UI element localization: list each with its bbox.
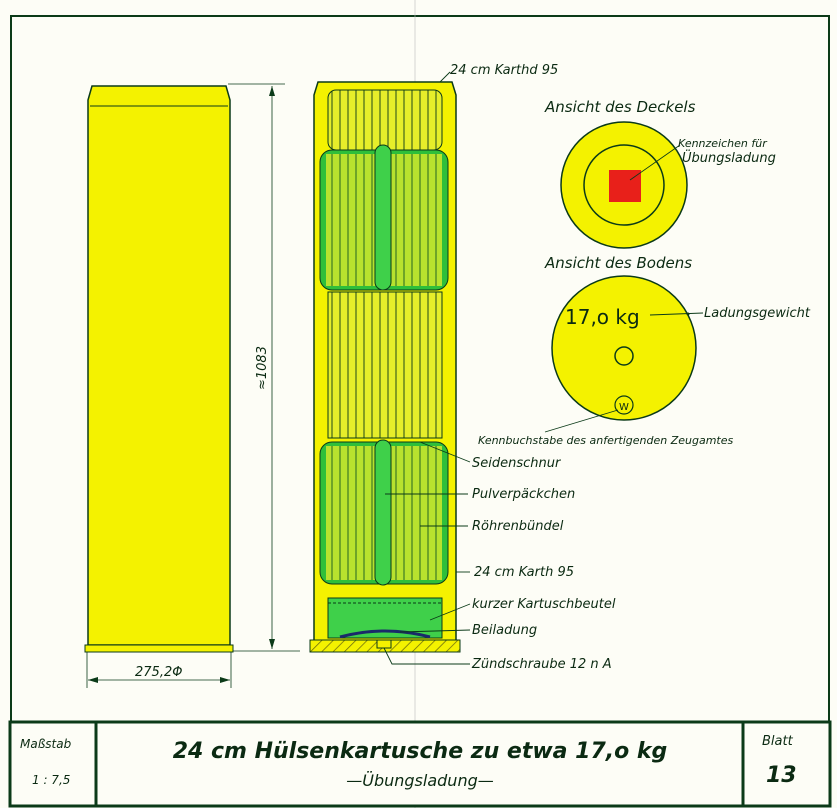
letter-label: Kennbuchstabe des anfertigenden Zeugamte… (478, 434, 733, 447)
letter-stamp (614, 395, 634, 415)
title-block: Maßstab 1 : 7,5 24 cm Hülsenkartusche zu… (8, 720, 832, 808)
marker-label: Kennzeichen für (678, 137, 768, 150)
marker-label: Übungsladung (682, 149, 776, 166)
sheet-number: 13 (766, 763, 797, 788)
part-label: Zündschraube 12 n A (471, 657, 612, 672)
cartridge-exterior (84, 85, 234, 653)
width-dimension: 275,2Φ (86, 652, 232, 688)
charge-weight: 17,o kg (565, 305, 640, 329)
lid-view: Ansicht des Deckels Kennzeichen für Übun… (544, 98, 776, 249)
primer (376, 639, 392, 649)
part-label: Röhrenbündel (472, 519, 564, 534)
weight-label: Ladungsgewicht (704, 306, 811, 321)
base-view-title: Ansicht des Bodens (544, 254, 692, 272)
powder-packet (374, 439, 392, 586)
primer-hole (614, 346, 634, 366)
leader-lines (330, 71, 471, 665)
sheet-label: Blatt (762, 734, 794, 749)
arsenal-letter: W (619, 402, 629, 413)
practice-charge-marker (609, 170, 641, 202)
width-dimension-label: 275,2Φ (135, 665, 182, 680)
height-dimension-label: ≈1083 (255, 346, 270, 390)
cartridge-cutaway (309, 81, 461, 653)
igniter-charge (339, 629, 431, 639)
part-label: Seidenschnur (472, 456, 562, 471)
scale-value: 1 : 7,5 (32, 773, 70, 787)
part-label: Pulverpäckchen (472, 487, 575, 502)
base-view: W 17,o kg Ladungsgewicht Kennbuchstabe d… (478, 254, 811, 447)
label-top-cartridge: 24 cm Karthd 95 (450, 63, 558, 78)
scale-label: Maßstab (20, 737, 72, 751)
height-dimension: ≈1083 (228, 83, 300, 652)
part-label: Beiladung (472, 623, 537, 638)
part-label: 24 cm Karth 95 (474, 565, 574, 580)
lid-view-title: Ansicht des Deckels (544, 98, 696, 116)
sheet-title: 24 cm Hülsenkartusche zu etwa 17,o kg (173, 739, 668, 764)
sheet-subtitle: —Übungsladung— (346, 771, 493, 790)
part-label: kurzer Kartuschbeutel (472, 597, 616, 612)
powder-packet (374, 144, 392, 291)
